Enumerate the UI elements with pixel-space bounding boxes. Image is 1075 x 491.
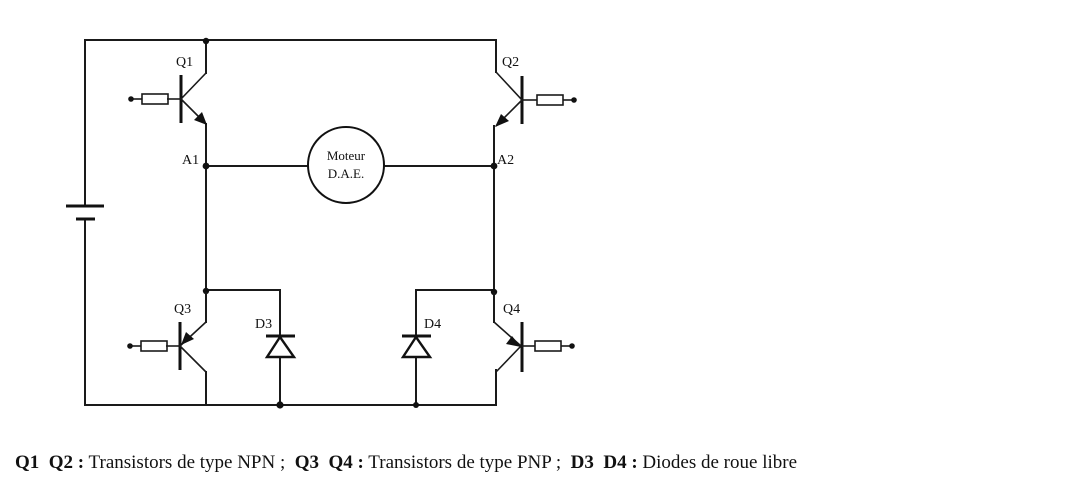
diode-d4: D4 [400, 288, 498, 408]
label-d3: D3 [255, 317, 272, 332]
label-q2: Q2 [502, 55, 519, 70]
caption-d3d4-text: Diodes de roue libre [637, 452, 798, 473]
label-q3: Q3 [174, 302, 191, 317]
transistor-q2: Q2 [495, 55, 577, 127]
label-d4: D4 [424, 317, 441, 332]
top-rail [84, 39, 497, 207]
label-q4: Q4 [503, 302, 520, 317]
label-q1: Q1 [176, 55, 193, 70]
transistor-q4: Q4 [493, 292, 575, 406]
q3-emitter-arrow [181, 332, 194, 345]
caption-q3q4-label: Q3 Q4 : [294, 452, 364, 473]
node-d4-bottom [413, 402, 419, 408]
q2-input-terminal [571, 97, 577, 103]
label-a1: A1 [182, 153, 199, 168]
node-a1 [202, 162, 210, 170]
motor-label-line1: Moteur [327, 148, 366, 163]
q3-input-terminal [127, 343, 133, 349]
motor-symbol [307, 126, 385, 204]
diode-d3: D3 [202, 287, 297, 409]
diagram-caption: Q1 Q2 : Transistors de type NPN ; Q3 Q4 … [15, 452, 797, 474]
motor-label-line2: D.A.E. [328, 166, 364, 181]
q1-emitter-arrow [194, 112, 207, 125]
node-top-left [202, 37, 210, 45]
bottom-rail [84, 218, 497, 406]
transistor-q1: Q1 [128, 55, 207, 125]
q1-input-terminal [128, 96, 134, 102]
transistor-q3: Q3 [127, 292, 207, 373]
q1-base-resistor [141, 93, 169, 105]
caption-q3q4-text: Transistors de type PNP ; [363, 452, 571, 473]
q2-base-resistor [536, 94, 564, 106]
label-a2: A2 [497, 153, 514, 168]
motor-branch: A1 A2 Moteur D.A.E. [182, 126, 514, 204]
q3-base-resistor [140, 340, 168, 352]
d4-anode-triangle [400, 334, 433, 359]
q4-base-resistor [534, 340, 562, 352]
node-a2 [490, 162, 498, 170]
node-q3-collector [202, 287, 210, 295]
d3-anode-triangle [264, 334, 297, 359]
q4-input-terminal [569, 343, 575, 349]
caption-q1q2-text: Transistors de type NPN ; [84, 452, 295, 473]
q4-emitter-arrow [506, 336, 521, 347]
q2-emitter-arrow [495, 114, 509, 127]
battery [66, 204, 104, 221]
caption-d3d4-label: D3 D4 : [570, 452, 638, 473]
caption-q1q2-label: Q1 Q2 : [15, 452, 85, 473]
node-d3-bottom [276, 401, 284, 409]
